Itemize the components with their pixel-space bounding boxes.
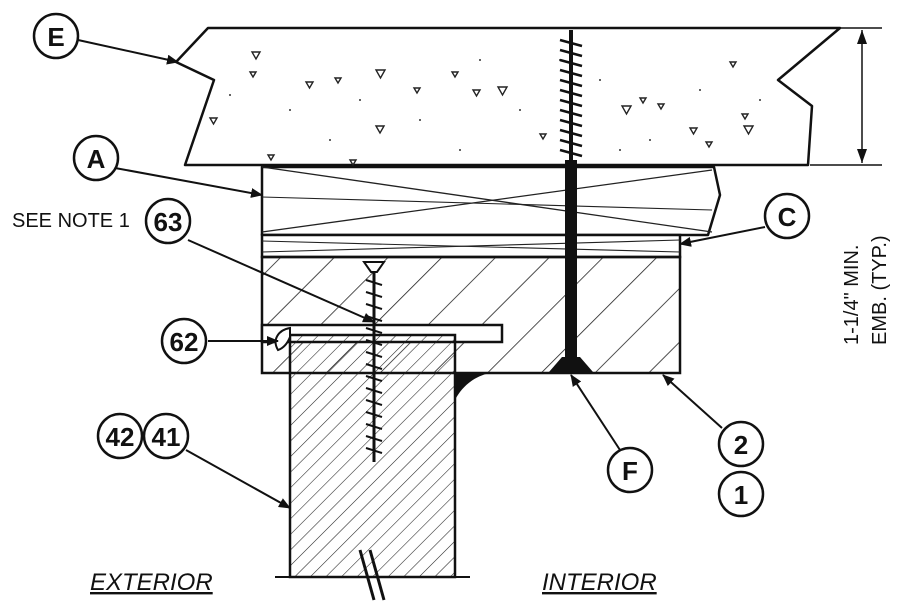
callout-63: 63 xyxy=(144,197,192,245)
leader-f xyxy=(570,374,621,451)
callout-a: A xyxy=(72,134,120,182)
callout-c-label: C xyxy=(778,202,797,232)
callout-e: E xyxy=(32,12,80,60)
callout-e-label: E xyxy=(47,22,64,52)
leader-c xyxy=(679,226,766,247)
embedment-dimension xyxy=(810,27,882,166)
thin-layer xyxy=(260,233,682,259)
anchor-screw xyxy=(549,30,593,372)
concrete-slab xyxy=(174,26,842,167)
callout-f: F xyxy=(606,446,654,494)
callout-2: 2 xyxy=(717,420,765,468)
callout-c: C xyxy=(763,192,811,240)
callout-63-label: 63 xyxy=(154,207,183,237)
sealant-bead xyxy=(274,326,291,352)
callout-a-label: A xyxy=(87,144,106,174)
dimension-label-line2: EMB. (TYP.) xyxy=(869,235,891,345)
callout-41: 41 xyxy=(142,412,190,460)
leader-41 xyxy=(185,449,291,509)
leader-a xyxy=(114,167,263,198)
callout-62-label: 62 xyxy=(170,327,199,357)
top-wood-member xyxy=(260,165,722,237)
see-note-label: SEE NOTE 1 xyxy=(12,210,130,232)
callout-2-label: 2 xyxy=(734,430,748,460)
callout-42-label: 42 xyxy=(106,422,135,452)
callout-f-label: F xyxy=(622,456,638,486)
interior-label: INTERIOR xyxy=(542,569,657,596)
callout-41-label: 41 xyxy=(152,422,181,452)
leader-2 xyxy=(662,374,723,429)
exterior-label: EXTERIOR xyxy=(90,569,213,596)
fillet-bead xyxy=(455,373,490,400)
leader-e xyxy=(77,39,179,65)
leader-63 xyxy=(187,239,375,323)
callout-1-label: 1 xyxy=(734,480,748,510)
callout-1: 1 xyxy=(717,470,765,518)
dimension-label-line1: 1-1/4" MIN. xyxy=(841,245,863,345)
callout-42: 42 xyxy=(96,412,144,460)
break-line xyxy=(275,549,470,601)
callout-62: 62 xyxy=(160,317,208,365)
